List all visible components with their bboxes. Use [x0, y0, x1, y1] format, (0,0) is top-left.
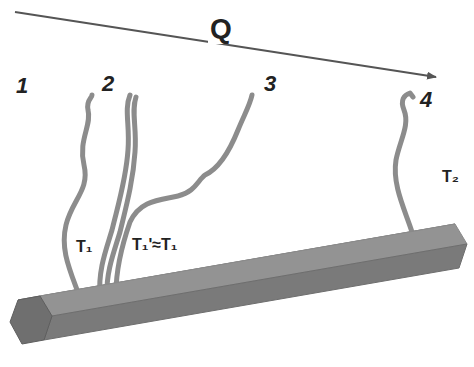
rod-end-cap — [10, 296, 52, 344]
temperature-label: T₁'≈T₁ — [130, 236, 179, 254]
heat-flow-arrow — [15, 12, 436, 77]
heat-flow-label: Q — [208, 14, 234, 44]
callout-number: 2 — [100, 72, 116, 96]
chain-4 — [395, 93, 413, 232]
temperature-label: T₂ — [440, 168, 461, 186]
chain-2b — [107, 97, 136, 295]
callout-number: 1 — [14, 74, 30, 98]
temperature-label: T₁ — [74, 238, 94, 256]
callout-number: 4 — [418, 88, 434, 112]
chain-1 — [64, 95, 92, 298]
rod-lower-face — [44, 244, 467, 340]
callout-number: 3 — [262, 72, 278, 96]
chain-2a — [100, 95, 130, 296]
